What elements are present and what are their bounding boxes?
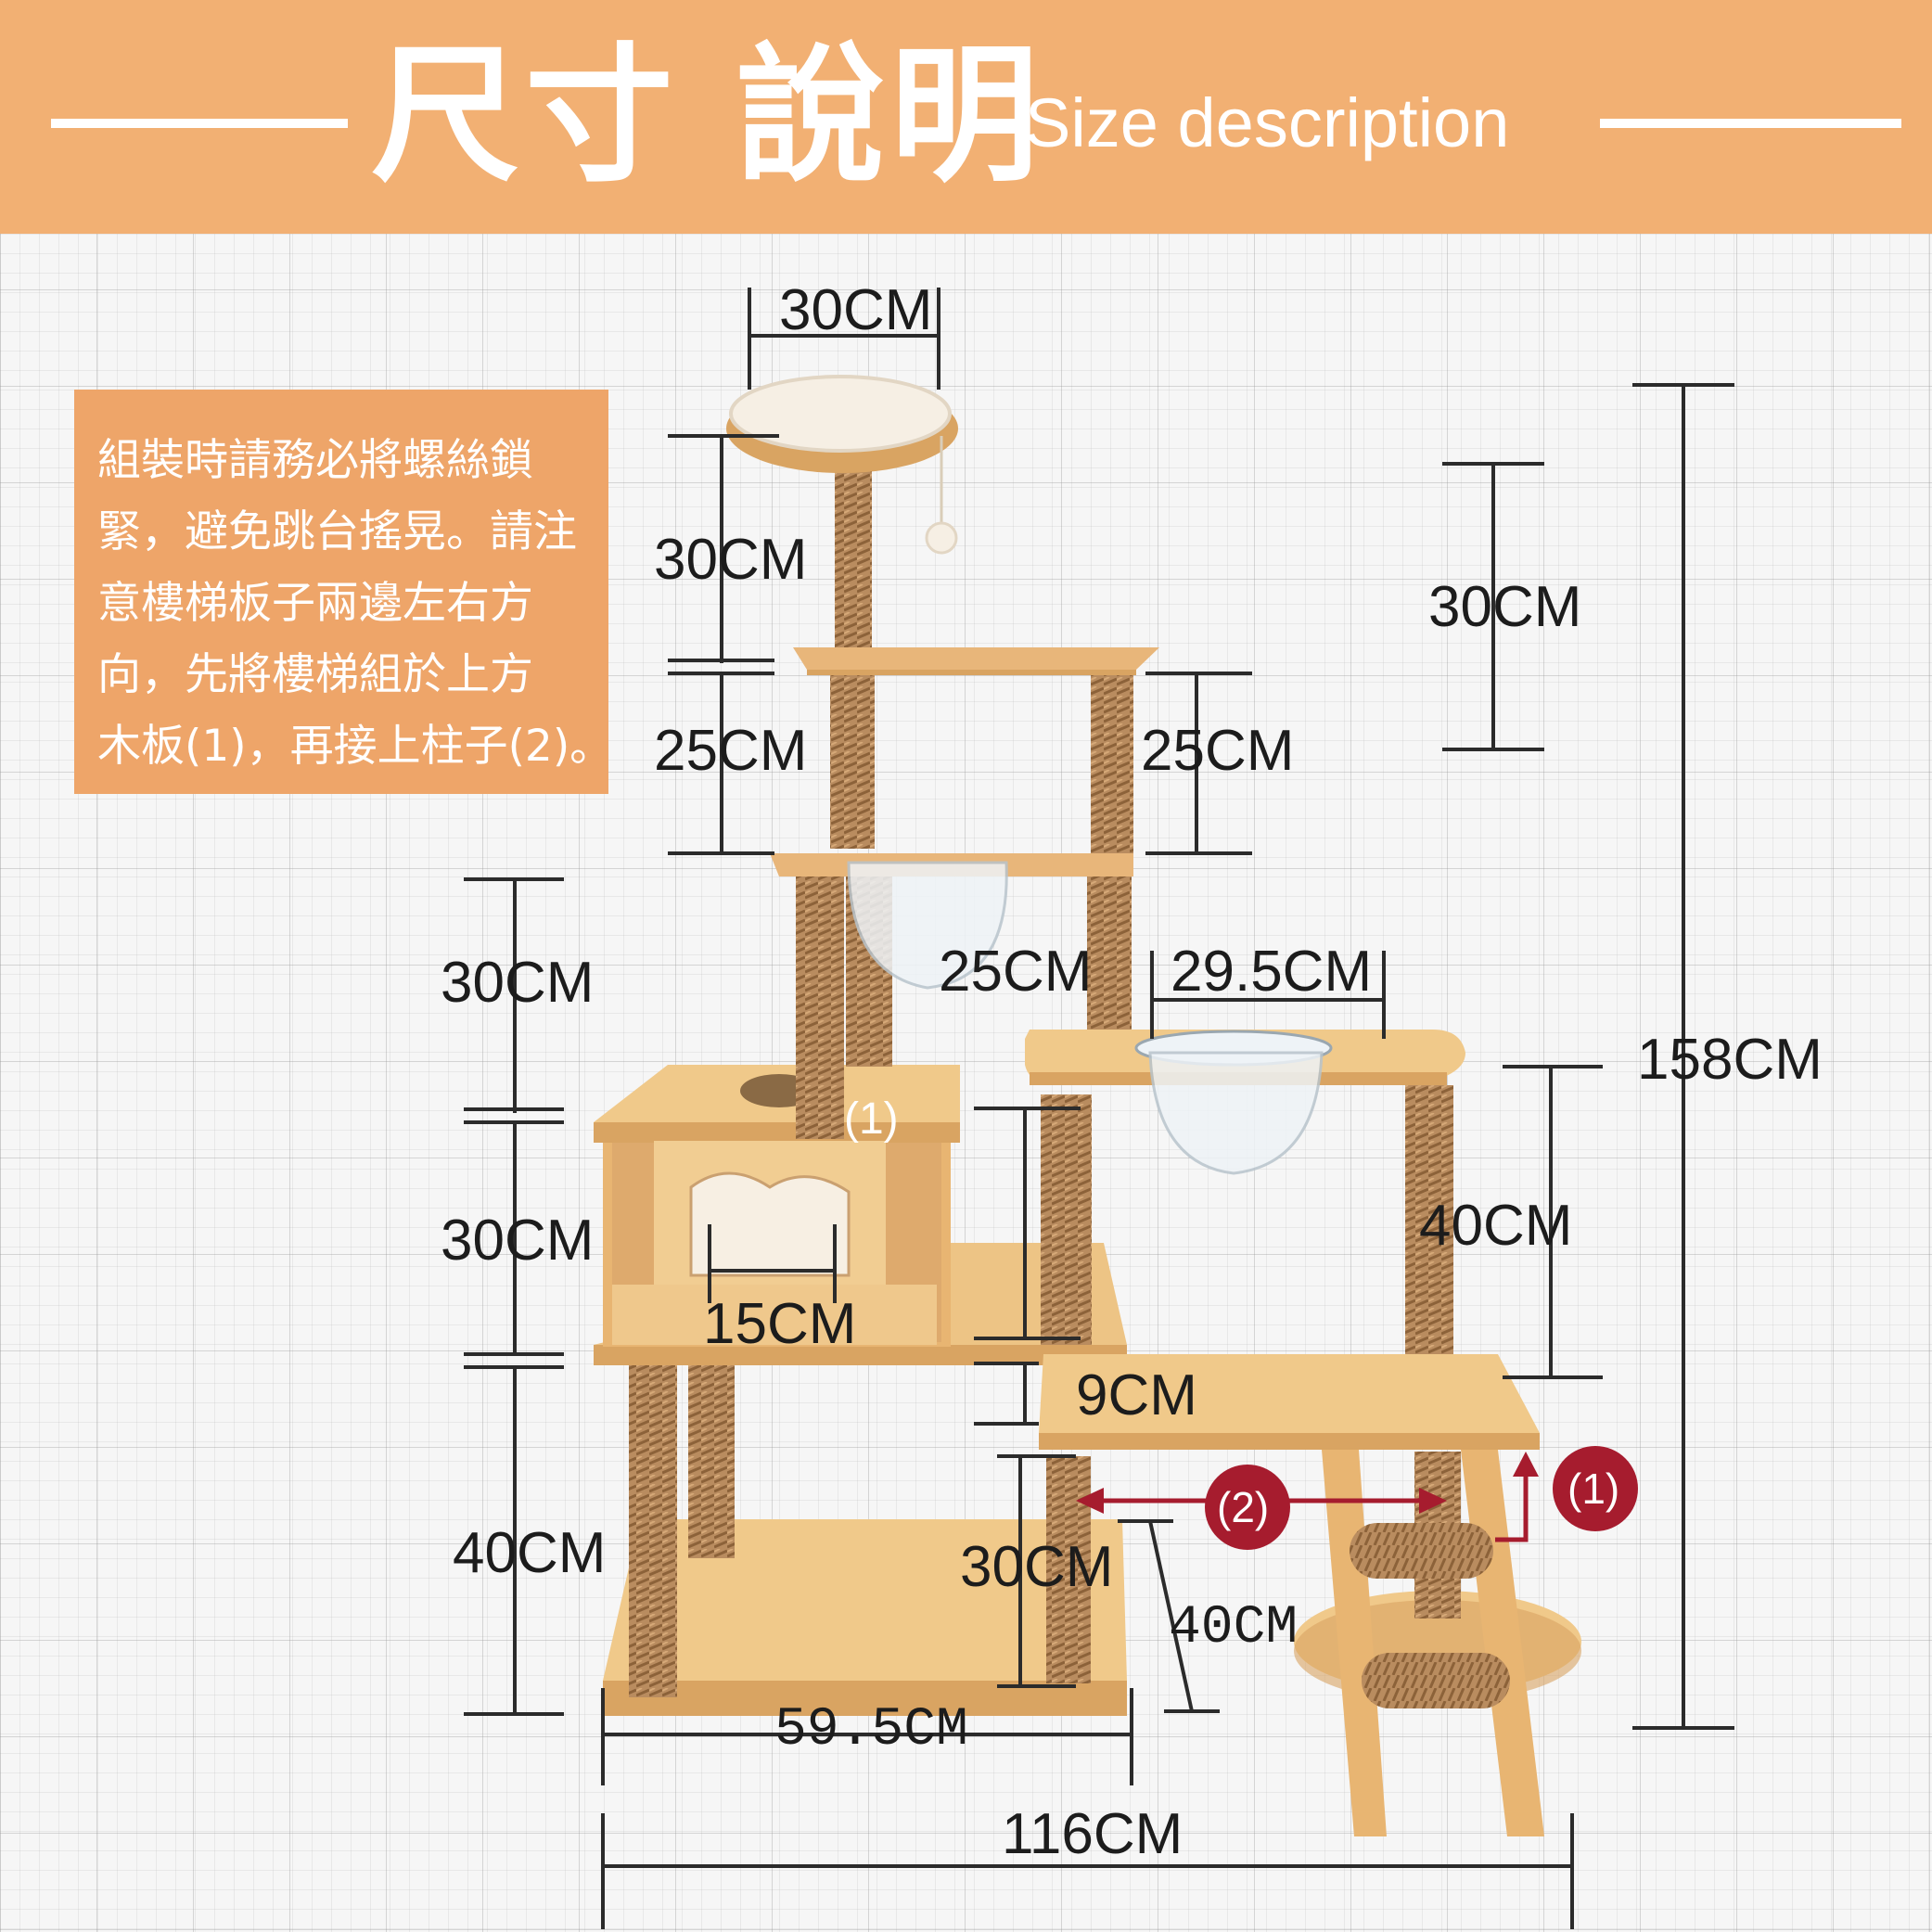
header-line-right xyxy=(1600,119,1901,128)
post xyxy=(1087,863,1132,1039)
post xyxy=(835,443,872,647)
post xyxy=(796,863,844,1139)
marker-2-badge xyxy=(1205,1465,1290,1550)
marker-1-badge xyxy=(1553,1446,1638,1531)
post xyxy=(1091,659,1133,853)
dim-post-30: 30CM xyxy=(960,1535,1113,1599)
page-title: 尺寸 說明 xyxy=(371,29,1044,202)
page-subtitle: Size description xyxy=(1025,84,1510,161)
note-line: 意樓梯板子兩邊左右方 xyxy=(97,578,533,629)
dim-total-height: 158CM xyxy=(1637,1028,1823,1092)
marker-1-label: (1) xyxy=(1567,1465,1619,1513)
post xyxy=(1405,1085,1453,1382)
dim-right-top: 30CM xyxy=(1428,575,1581,639)
dim-left-30-lower: 30CM xyxy=(441,1209,594,1273)
top-bed xyxy=(726,375,958,555)
dim-top-post: 30CM xyxy=(654,528,807,592)
dim-total-width: 116CM xyxy=(1002,1802,1183,1866)
marker-2-label: (2) xyxy=(1217,1483,1269,1531)
header-line-left xyxy=(51,119,348,128)
dim-top-width: 30CM xyxy=(779,278,932,342)
dim-ladder-40: 40CM xyxy=(1169,1598,1298,1658)
dimension-lines xyxy=(464,288,1734,1929)
upper-platform xyxy=(793,647,1159,675)
dim-gap-9: 9CM xyxy=(1076,1363,1197,1427)
post xyxy=(629,1363,677,1697)
bowl-platform-right xyxy=(1025,1030,1465,1175)
note-line: 緊，避免跳台搖晃。請注 xyxy=(97,506,577,557)
dim-door-width: 15CM xyxy=(703,1292,856,1356)
dim-mid-left: 25CM xyxy=(654,719,807,783)
note-line: 向，先將樓梯組於上方 xyxy=(97,649,533,700)
assembly-note: 組裝時請務必將螺絲鎖 緊，避免跳台搖晃。請注 意樓梯板子兩邊左右方 向，先將樓梯… xyxy=(74,390,613,794)
dim-left-30-upper: 30CM xyxy=(441,951,594,1015)
right-lower-platform xyxy=(1039,1354,1540,1450)
note-line: 組裝時請務必將螺絲鎖 xyxy=(97,435,533,486)
post xyxy=(688,1363,735,1558)
bowl-platform-upper xyxy=(770,853,1133,990)
post xyxy=(1041,1094,1092,1345)
marker-1-small: (1) xyxy=(844,1094,899,1144)
dim-mid-right: 25CM xyxy=(1141,719,1294,783)
dim-bowl-width: 29.5CM xyxy=(1171,940,1372,1004)
dim-base-width: 59.5CM xyxy=(774,1700,968,1760)
assembly-arrows xyxy=(1076,1452,1539,1542)
dim-right-40: 40CM xyxy=(1419,1194,1572,1258)
header-banner: 尺寸 說明 Size description xyxy=(0,0,1932,234)
post xyxy=(830,659,875,849)
condo-box xyxy=(594,1065,960,1347)
dim-left-40: 40CM xyxy=(453,1521,606,1585)
note-line: 木板(1)，再接上柱子(2)。 xyxy=(97,721,614,772)
ladder xyxy=(1322,1450,1544,1836)
post xyxy=(1046,1456,1091,1683)
dim-mid-lower: 25CM xyxy=(939,940,1092,1004)
